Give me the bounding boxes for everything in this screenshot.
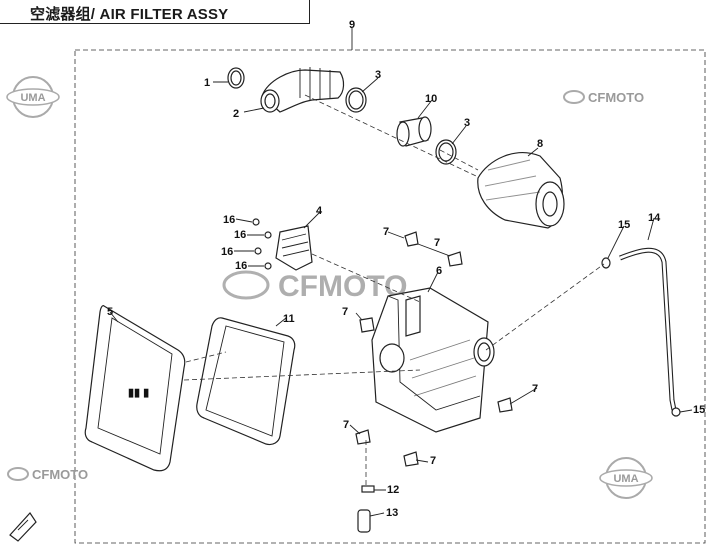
- callout-3: 3: [464, 117, 470, 129]
- part-8-filter-element: [477, 152, 565, 229]
- cfmoto-text: CFMOTO: [588, 90, 644, 105]
- uma-text: UMA: [20, 92, 45, 104]
- part-3-clamp-upper: [345, 87, 367, 113]
- cfmoto-text: CFMOTO: [32, 467, 88, 482]
- cfmoto-logo-top-right: CFMOTO: [563, 90, 644, 105]
- assembly-axes: [183, 94, 605, 486]
- callout-7: 7: [430, 455, 436, 467]
- part-14-drain-hose: [619, 247, 677, 411]
- part-15-hose-clamp: [601, 257, 611, 269]
- callout-16: 16: [223, 214, 235, 226]
- callout-1: 1: [204, 77, 210, 89]
- part-4-breather-cover: [275, 225, 313, 271]
- uma-logo-top-left: UMA: [6, 76, 60, 118]
- callout-10: 10: [425, 93, 437, 105]
- part-7-clip: [497, 397, 513, 413]
- callout-15: 15: [693, 404, 705, 416]
- part-2-intake-duct: [260, 67, 345, 113]
- uma-logo-bottom-right: UMA: [599, 457, 653, 499]
- callout-3: 3: [375, 69, 381, 81]
- front-arrow-icon: [9, 512, 37, 542]
- callout-7: 7: [342, 306, 348, 318]
- callout-5: 5: [107, 306, 113, 318]
- part-10-coupler: [396, 116, 432, 147]
- callout-4: 4: [316, 205, 323, 217]
- callout-7: 7: [434, 237, 440, 249]
- part-11-gasket: [196, 317, 296, 446]
- part-16-screws: [252, 218, 272, 270]
- callout-7: 7: [383, 226, 389, 238]
- callout-14: 14: [648, 212, 661, 224]
- part-15-hose-clamp: [671, 407, 681, 417]
- callout-7: 7: [532, 383, 538, 395]
- callout-9: 9: [349, 19, 355, 31]
- callout-2: 2: [233, 108, 239, 120]
- diagram-title: 空滤器组/ AIR FILTER ASSY: [30, 6, 229, 23]
- callout-16: 16: [221, 246, 233, 258]
- title-box: 空滤器组/ AIR FILTER ASSY: [0, 0, 310, 24]
- callout-12: 12: [387, 484, 399, 496]
- part-6-air-box: [371, 287, 495, 433]
- part-7-clip: [404, 231, 419, 247]
- callout-6: 6: [436, 265, 442, 277]
- callout-7: 7: [343, 419, 349, 431]
- callout-16: 16: [235, 260, 247, 272]
- part-7-clip: [447, 251, 463, 267]
- part-12-clamp: [361, 485, 375, 493]
- callout-15: 15: [618, 219, 630, 231]
- part-7-clip: [403, 451, 419, 467]
- callout-8: 8: [537, 138, 543, 150]
- callout-13: 13: [386, 507, 398, 519]
- part-13-drain-plug: [357, 509, 371, 533]
- callout-16: 16: [234, 229, 246, 241]
- part-7-clip: [359, 317, 375, 333]
- uma-text: UMA: [613, 473, 638, 485]
- leader-lines: [109, 77, 693, 517]
- callout-11: 11: [283, 313, 295, 325]
- part-5-box-cover: ▮▮ ▮: [84, 305, 186, 472]
- cover-marking: ▮▮ ▮: [128, 387, 149, 399]
- part-3-clamp-lower: [435, 139, 457, 165]
- part-1-clamp: [227, 67, 245, 89]
- assembly-frame: [74, 49, 706, 544]
- cfmoto-logo-center: CFMOTO: [222, 270, 407, 303]
- cfmoto-logo-bottom-left: CFMOTO: [7, 467, 88, 482]
